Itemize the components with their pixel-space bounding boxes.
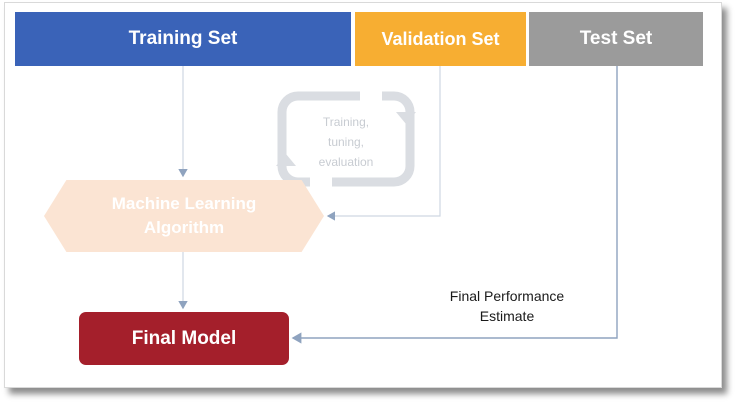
cycle-label-line: evaluation xyxy=(318,155,374,169)
validation-set-box: Validation Set xyxy=(355,12,526,66)
training-set-box: Training Set xyxy=(15,12,351,66)
cycle-label-line: Training, xyxy=(322,115,370,129)
final-performance-estimate-label: Final Performance Estimate xyxy=(432,286,582,326)
test-set-box: Test Set xyxy=(529,12,703,66)
algorithm-label-line: Algorithm xyxy=(143,218,225,237)
cycle-label: Training, tuning, evaluation xyxy=(300,112,392,172)
cycle-label-line: tuning, xyxy=(327,135,365,149)
final-model-box: Final Model xyxy=(79,312,289,365)
final-performance-line: Final Performance xyxy=(449,288,565,304)
final-performance-line: Estimate xyxy=(479,308,535,324)
algorithm-label-line: Machine Learning xyxy=(111,194,257,213)
machine-learning-algorithm-node: Machine Learning Algorithm xyxy=(44,180,324,252)
